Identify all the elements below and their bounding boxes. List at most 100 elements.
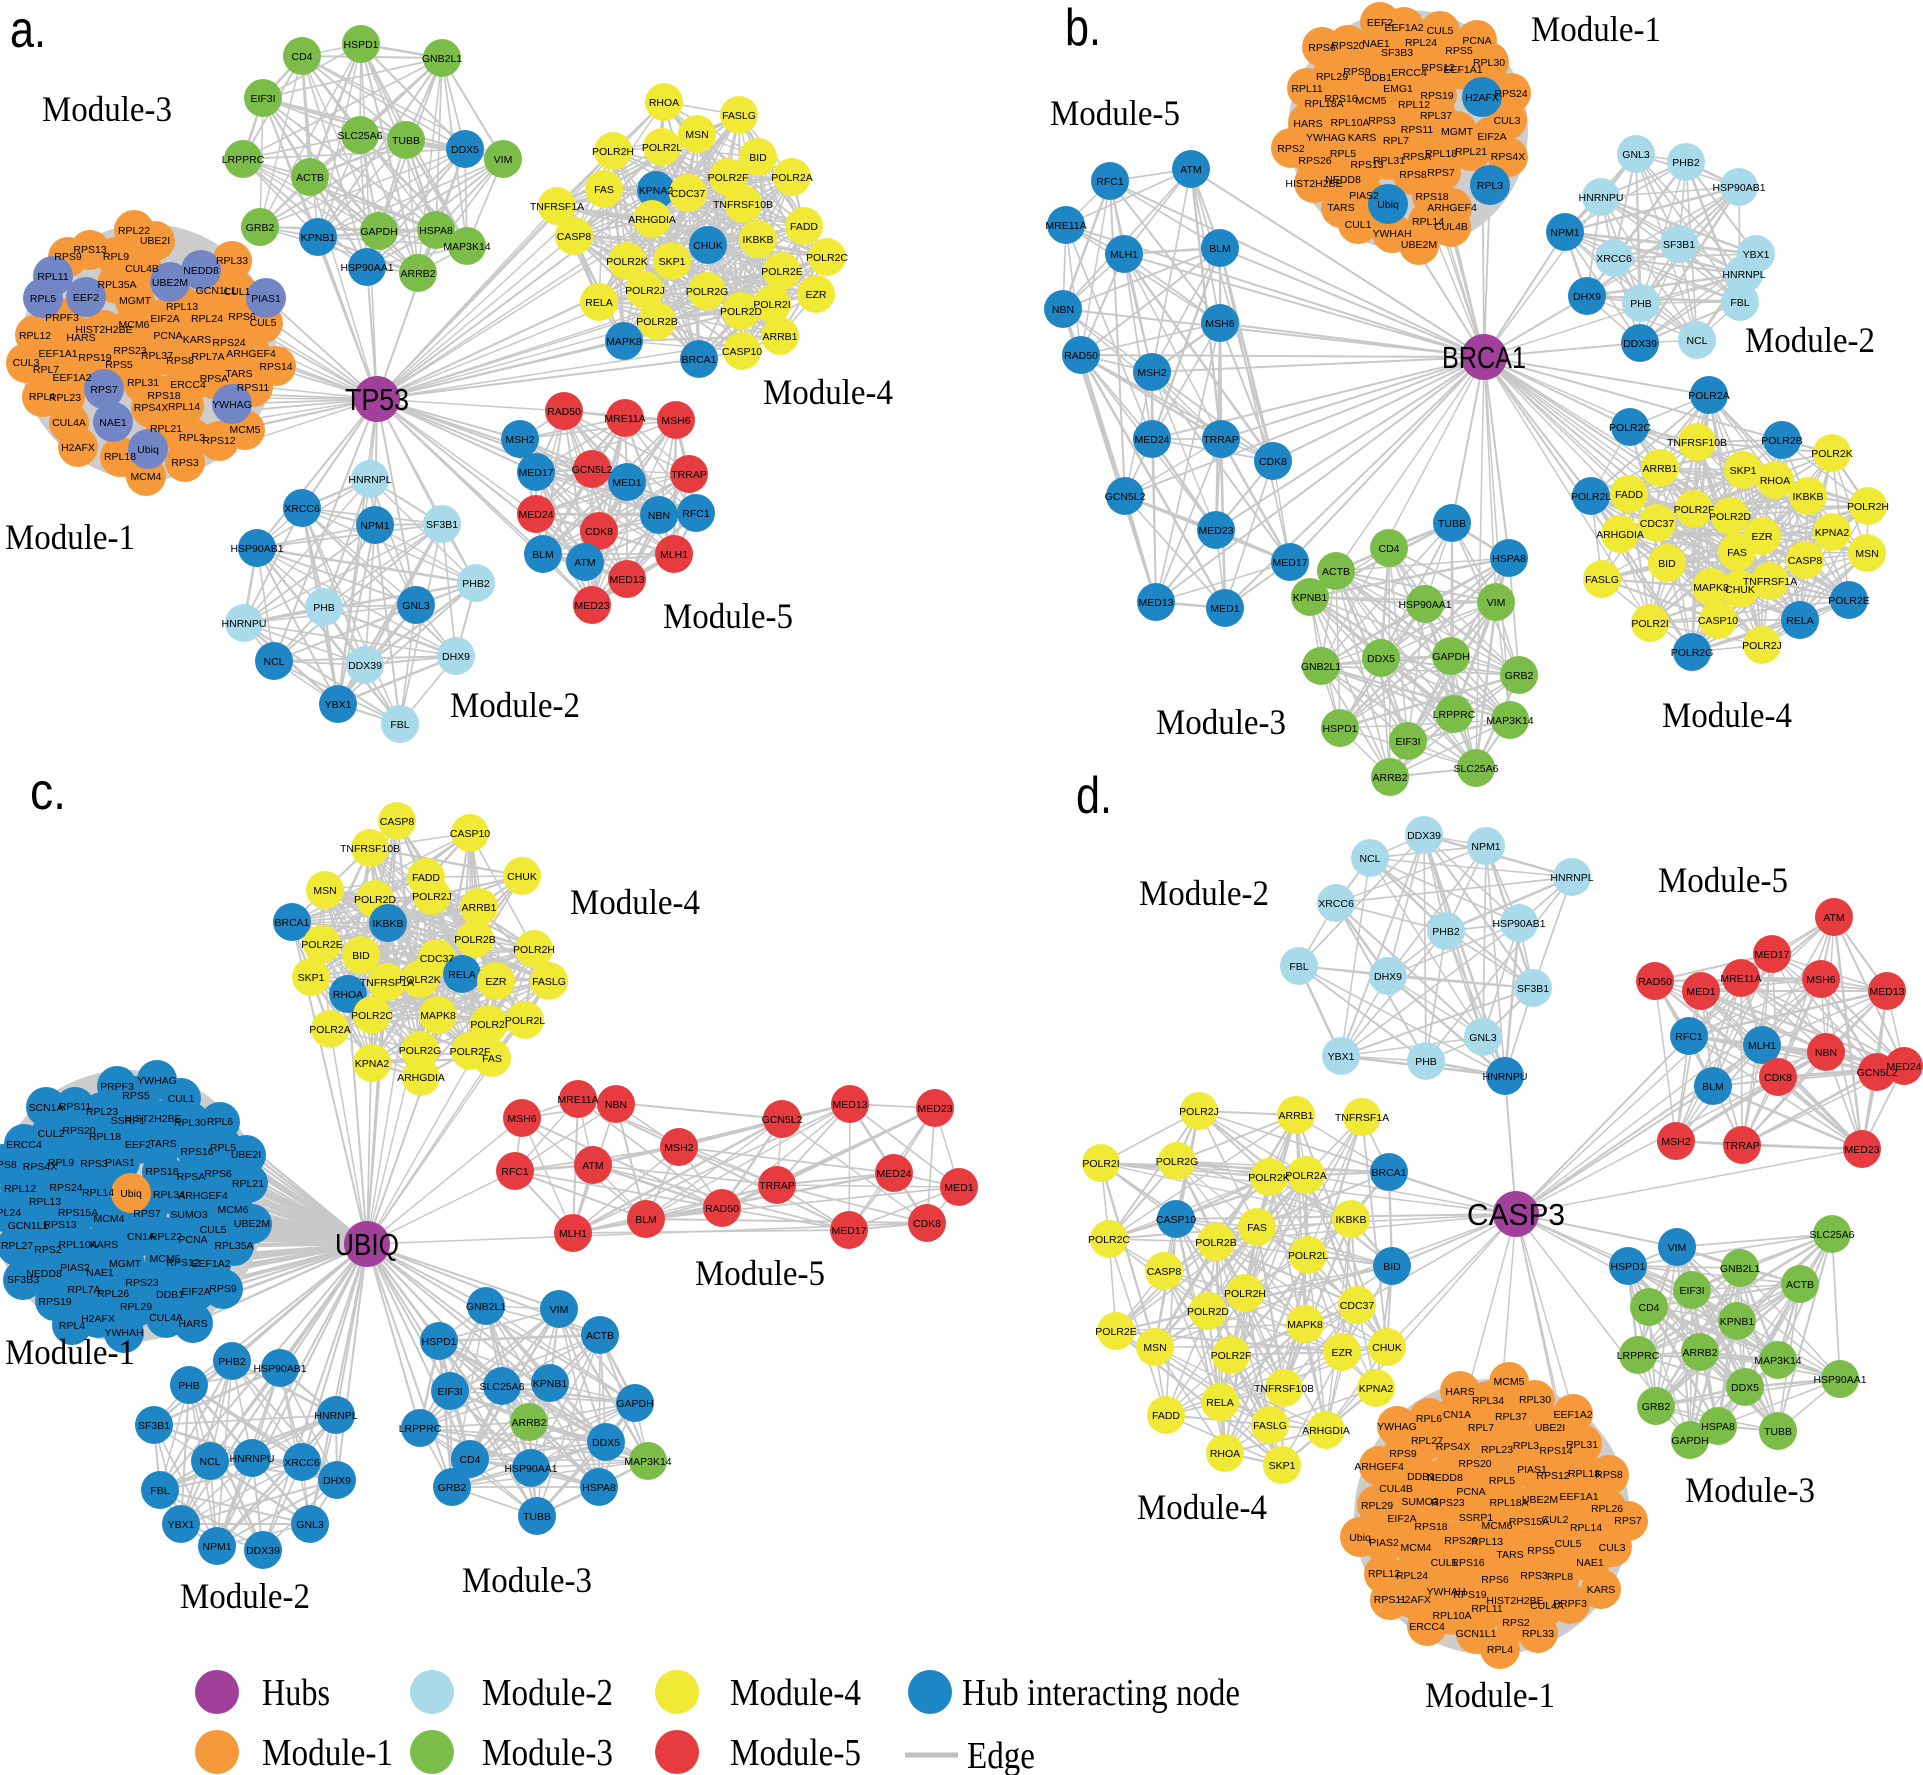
svg-text:POLR2C: POLR2C (351, 1010, 393, 1022)
svg-text:TNFRSF1A: TNFRSF1A (360, 977, 414, 989)
svg-text:XRCC6: XRCC6 (1318, 898, 1354, 910)
svg-text:Module-2: Module-2 (450, 685, 580, 725)
svg-text:Module-3: Module-3 (42, 89, 172, 129)
svg-text:VIM: VIM (550, 1304, 569, 1316)
svg-text:Module-4: Module-4 (1662, 695, 1792, 735)
svg-text:RPS12: RPS12 (202, 435, 235, 447)
svg-text:RPL21: RPL21 (232, 1178, 264, 1190)
svg-text:BLM: BLM (635, 1214, 657, 1226)
svg-text:KARS: KARS (1587, 1584, 1616, 1596)
svg-text:POLR2E: POLR2E (1095, 1326, 1136, 1338)
svg-text:TUBB: TUBB (1438, 518, 1466, 530)
svg-text:HSP90AB1: HSP90AB1 (253, 1363, 306, 1375)
svg-text:ARRB1: ARRB1 (461, 902, 496, 914)
svg-text:CUL4B: CUL4B (1434, 221, 1468, 233)
svg-text:RPL23: RPL23 (49, 392, 81, 404)
svg-text:RPS7: RPS7 (90, 384, 118, 396)
svg-text:POLR2L: POLR2L (1288, 1250, 1328, 1262)
svg-text:Hubs: Hubs (262, 1672, 330, 1714)
svg-text:POLR2E: POLR2E (1828, 595, 1869, 607)
svg-text:RPL26: RPL26 (1591, 1503, 1623, 1515)
svg-text:BLM: BLM (1209, 243, 1231, 255)
svg-text:ARRB2: ARRB2 (1372, 772, 1407, 784)
svg-text:CN1A: CN1A (1443, 1409, 1471, 1421)
svg-text:SSRP1: SSRP1 (111, 1115, 146, 1127)
svg-text:MSH2: MSH2 (664, 1142, 693, 1154)
svg-text:BRCA1: BRCA1 (1371, 1167, 1406, 1179)
svg-text:POLR2F: POLR2F (450, 1046, 491, 1058)
svg-text:Module-1: Module-1 (5, 517, 135, 557)
svg-text:RPS6: RPS6 (1481, 1574, 1509, 1586)
svg-text:RPS15A: RPS15A (1509, 1516, 1549, 1528)
svg-text:MAPK8: MAPK8 (1287, 1319, 1323, 1331)
svg-text:IKBKB: IKBKB (1336, 1214, 1367, 1226)
svg-text:DHX9: DHX9 (323, 1475, 351, 1487)
svg-text:SLC25A6: SLC25A6 (1454, 763, 1499, 775)
svg-text:NCL: NCL (263, 656, 284, 668)
svg-text:NBN: NBN (1052, 304, 1074, 316)
svg-text:CDC37: CDC37 (1640, 518, 1675, 530)
svg-text:MED13: MED13 (832, 1099, 867, 1111)
svg-text:ARRB2: ARRB2 (1682, 1347, 1717, 1359)
svg-text:RPS5: RPS5 (1527, 1545, 1555, 1557)
svg-text:H2AFX: H2AFX (1397, 1594, 1431, 1606)
svg-text:RPS3: RPS3 (80, 1158, 108, 1170)
svg-text:Ubiq: Ubiq (137, 444, 159, 456)
svg-text:HSPA8: HSPA8 (419, 225, 453, 237)
svg-text:CD4: CD4 (1638, 1302, 1659, 1314)
svg-text:CASP8: CASP8 (1788, 555, 1823, 567)
svg-text:PCNA: PCNA (153, 330, 182, 342)
svg-text:RPS20: RPS20 (62, 1125, 95, 1137)
svg-text:GRB2: GRB2 (1505, 670, 1534, 682)
svg-text:CD4: CD4 (291, 51, 312, 63)
svg-text:BLM: BLM (532, 549, 554, 561)
svg-text:YBX1: YBX1 (325, 699, 352, 711)
svg-text:RPL35A: RPL35A (97, 279, 136, 291)
svg-text:CD4: CD4 (1378, 543, 1399, 555)
svg-text:RPL8: RPL8 (1547, 1571, 1573, 1583)
svg-text:Module-2: Module-2 (482, 1672, 613, 1714)
svg-text:LRPPRC: LRPPRC (399, 1423, 442, 1435)
svg-text:CUL4B: CUL4B (1379, 1483, 1413, 1495)
svg-text:ARHGDIA: ARHGDIA (1596, 529, 1644, 541)
svg-text:POLR2D: POLR2D (1709, 511, 1751, 523)
svg-text:H2AFX: H2AFX (61, 442, 95, 454)
svg-text:GNL3: GNL3 (402, 600, 430, 612)
svg-text:POLR2J: POLR2J (625, 285, 665, 297)
svg-text:GRB2: GRB2 (246, 222, 275, 234)
svg-text:RPL14: RPL14 (168, 401, 200, 413)
svg-text:RPS4X: RPS4X (23, 1161, 57, 1173)
svg-text:MED24: MED24 (876, 1168, 911, 1180)
svg-text:MRE11A: MRE11A (1045, 220, 1086, 232)
svg-text:RPL22: RPL22 (150, 1231, 182, 1243)
svg-text:RPS8: RPS8 (0, 1159, 17, 1171)
svg-text:RPL13: RPL13 (166, 301, 198, 313)
svg-text:RPL33: RPL33 (216, 255, 248, 267)
svg-text:SLC25A6: SLC25A6 (1810, 1229, 1855, 1241)
svg-text:RPS18: RPS18 (1415, 191, 1448, 203)
svg-text:CASP8: CASP8 (380, 816, 415, 828)
svg-text:RPL6: RPL6 (1416, 1413, 1442, 1425)
svg-text:ACTB: ACTB (296, 172, 324, 184)
svg-text:IKBKB: IKBKB (1793, 491, 1824, 503)
svg-text:HNRNPU: HNRNPU (1579, 192, 1624, 204)
svg-text:MCM5: MCM5 (230, 424, 261, 436)
svg-text:ERCC4: ERCC4 (6, 1139, 42, 1151)
svg-text:GCN1L1: GCN1L1 (196, 285, 237, 297)
svg-text:TUBB: TUBB (392, 135, 420, 147)
svg-text:RPS6: RPS6 (204, 1168, 232, 1180)
svg-text:EEF1A1: EEF1A1 (1443, 64, 1482, 76)
svg-text:H2AFX: H2AFX (1465, 92, 1499, 104)
svg-text:RHOA: RHOA (1760, 475, 1790, 487)
svg-text:ARRB2: ARRB2 (511, 1417, 546, 1429)
svg-text:ATM: ATM (582, 1160, 603, 1172)
svg-text:HSP90AA1: HSP90AA1 (504, 1463, 557, 1475)
svg-text:MED24: MED24 (1886, 1061, 1921, 1073)
svg-text:CUL1: CUL1 (168, 1093, 195, 1105)
svg-text:EEF1A2: EEF1A2 (1384, 22, 1423, 34)
svg-text:RPS11: RPS11 (1401, 124, 1434, 136)
svg-text:HSPD1: HSPD1 (343, 39, 378, 51)
svg-text:RPS24: RPS24 (1494, 88, 1527, 100)
svg-text:RPS18: RPS18 (147, 390, 180, 402)
svg-text:GNL3: GNL3 (1622, 149, 1650, 161)
